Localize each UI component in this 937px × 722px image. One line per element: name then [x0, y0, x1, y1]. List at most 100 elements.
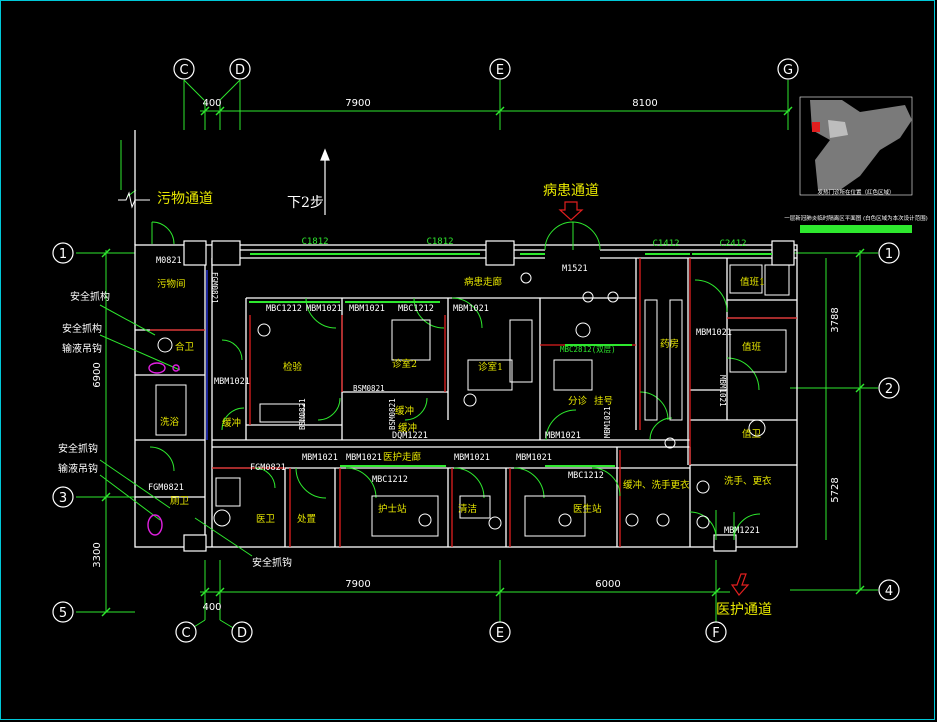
room-bath: 洗浴 [160, 416, 180, 428]
door-mbc1212-a: MBC1212 [266, 304, 302, 314]
door-mbm1021-l: MBM1021 [718, 375, 727, 407]
door-bsm0821-c: BSM0821 [388, 398, 397, 430]
grid-row-1-left: 1 [59, 247, 67, 262]
label-grab-bar-bottom: 安全抓钩 [252, 556, 292, 569]
door-mbc1212-c: MBC1212 [372, 475, 408, 485]
dim-top-1: 400 [202, 98, 221, 109]
room-buffer2: 缓冲 [395, 405, 414, 417]
label-grab-bar-3: 安全抓钩 [58, 442, 98, 455]
room-labels: 污物间 合卫 洗浴 检验 诊室2 诊室1 病患走廊 医护走廊 缓冲 缓冲 缓冲 … [157, 276, 772, 525]
dim-left-2: 3300 [92, 542, 103, 567]
room-wash-change: 洗手、更衣 [724, 475, 772, 487]
door-mbc1212-b: MBC1212 [398, 304, 434, 314]
door-mbc2812: MBC2812(双层) [560, 345, 616, 354]
keyplan-title: 一层新冠肺炎临时隔离区平面图 (白色区域为本次设计范围) [784, 214, 928, 222]
door-m0821: M0821 [156, 256, 182, 266]
dim-bottom-3: 6000 [595, 579, 620, 590]
annotation-labels: 安全抓构 安全抓构 输液吊钩 安全抓钩 输液吊钩 安全抓钩 [58, 290, 292, 569]
door-lines [150, 258, 797, 547]
window-c2412: C2412 [719, 239, 746, 249]
grid-row-4-right: 4 [885, 584, 893, 599]
dimension-ticks [101, 106, 865, 617]
room-sanit-buffer: 缓冲、洗手更衣 [623, 479, 690, 491]
room-duty1: 值班1 [740, 276, 765, 288]
door-mbm1021-b: MBM1021 [349, 304, 385, 314]
door-mbm1021-a: MBM1021 [306, 304, 342, 314]
grid-bubbles [52, 58, 900, 643]
label-waste-passage: 污物通道 [157, 191, 213, 207]
room-guard-toilet: 合卫 [175, 341, 195, 353]
room-toilet: 厕卫 [170, 496, 190, 507]
room-patient-corridor: 病患走廊 [464, 276, 503, 288]
window-c1412: C1412 [652, 239, 679, 249]
dim-top-2: 7900 [345, 98, 370, 109]
room-buffer1: 缓冲 [222, 417, 241, 429]
door-fgm0821-c: FGM0821 [250, 463, 286, 473]
furniture [155, 264, 790, 537]
room-nurse-station: 护士站 [378, 503, 407, 515]
door-mbc1212-d: MBC1212 [568, 471, 604, 481]
keyplan-note: 发热门诊所在位置（红色区域） [817, 188, 894, 196]
door-mbm1021-g: MBM1021 [454, 453, 490, 463]
room-cleaning: 清洁 [458, 503, 477, 515]
label-iv-hook-1: 输液吊钩 [62, 342, 102, 355]
dim-bottom-2: 7900 [345, 579, 370, 590]
grid-col-f-bottom: F [712, 626, 719, 641]
room-triage: 分诊 [568, 395, 588, 407]
door-fgm0821-b: FGM0821 [148, 483, 184, 493]
label-patient-passage: 病患通道 [543, 183, 599, 199]
door-bsm0821-a: BSM0821 [353, 384, 385, 393]
door-mbm1021-f: MBM1021 [346, 453, 382, 463]
grid-col-g-top: G [783, 63, 793, 78]
grid-bubble-labels: C D E G C D E F 1 3 5 1 2 4 [59, 63, 893, 641]
grid-col-e-top: E [496, 63, 504, 78]
dimension-texts: 400 7900 8100 400 7900 6000 6900 3300 37… [92, 98, 841, 613]
room-pharmacy: 药房 [660, 338, 679, 350]
break-mark [118, 191, 150, 209]
dim-bottom-1: 400 [202, 602, 221, 613]
room-waste: 污物间 [157, 278, 186, 290]
grid-row-5-left: 5 [59, 606, 67, 621]
window-labels: C1812 C1812 C1412 C2412 [301, 237, 746, 249]
room-guard2: 值卫 [742, 428, 762, 440]
door-dqm1221: DQM1221 [392, 431, 428, 441]
label-iv-hook-2: 输液吊钩 [58, 462, 98, 475]
windows [249, 253, 772, 467]
room-buffer3: 缓冲 [398, 422, 417, 434]
grid-row-3-left: 3 [59, 491, 67, 506]
dim-left-1: 6900 [92, 362, 103, 387]
room-consult1: 诊室1 [478, 361, 503, 373]
door-bsm0821-b: BSM0821 [298, 398, 307, 430]
room-medical-corridor: 医护走廊 [383, 451, 422, 463]
grid-col-d-bottom: D [237, 626, 247, 641]
room-med-toilet: 医卫 [256, 514, 276, 525]
grid-col-e-bottom: E [496, 626, 504, 641]
door-mbm1021-h: MBM1021 [516, 453, 552, 463]
door-mbm1021-j: MBM1021 [696, 328, 732, 338]
dim-right-1: 3788 [830, 307, 841, 332]
door-mbm1021-e: MBM1021 [302, 453, 338, 463]
window-c1812-a: C1812 [301, 237, 328, 247]
door-swings [149, 221, 761, 541]
room-doctor-station: 医生站 [573, 503, 602, 515]
grid-row-2-right: 2 [885, 382, 893, 397]
door-fgm0821-a: FGM0821 [210, 272, 219, 304]
window-c1812-b: C1812 [426, 237, 453, 247]
room-register: 挂号 [594, 395, 613, 407]
dim-top-3: 8100 [632, 98, 657, 109]
door-mbm1021-c: MBM1021 [453, 304, 489, 314]
label-down-steps: 下2步 [287, 195, 324, 211]
up-arrow [320, 148, 330, 215]
dim-right-2: 5728 [830, 477, 841, 502]
main-labels: 污物通道 病患通道 医护通道 [157, 183, 772, 618]
structural-columns [183, 240, 795, 552]
grid-row-1-right: 1 [885, 247, 893, 262]
door-mbm1021-d: MBM1021 [545, 431, 581, 441]
room-disposal: 处置 [297, 513, 316, 525]
label-grab-bar-1: 安全抓构 [70, 290, 110, 303]
room-duty2: 值班 [742, 341, 762, 353]
door-mbm1021-k: MBM1021 [603, 406, 612, 438]
label-grab-bar-2: 安全抓构 [62, 322, 102, 335]
